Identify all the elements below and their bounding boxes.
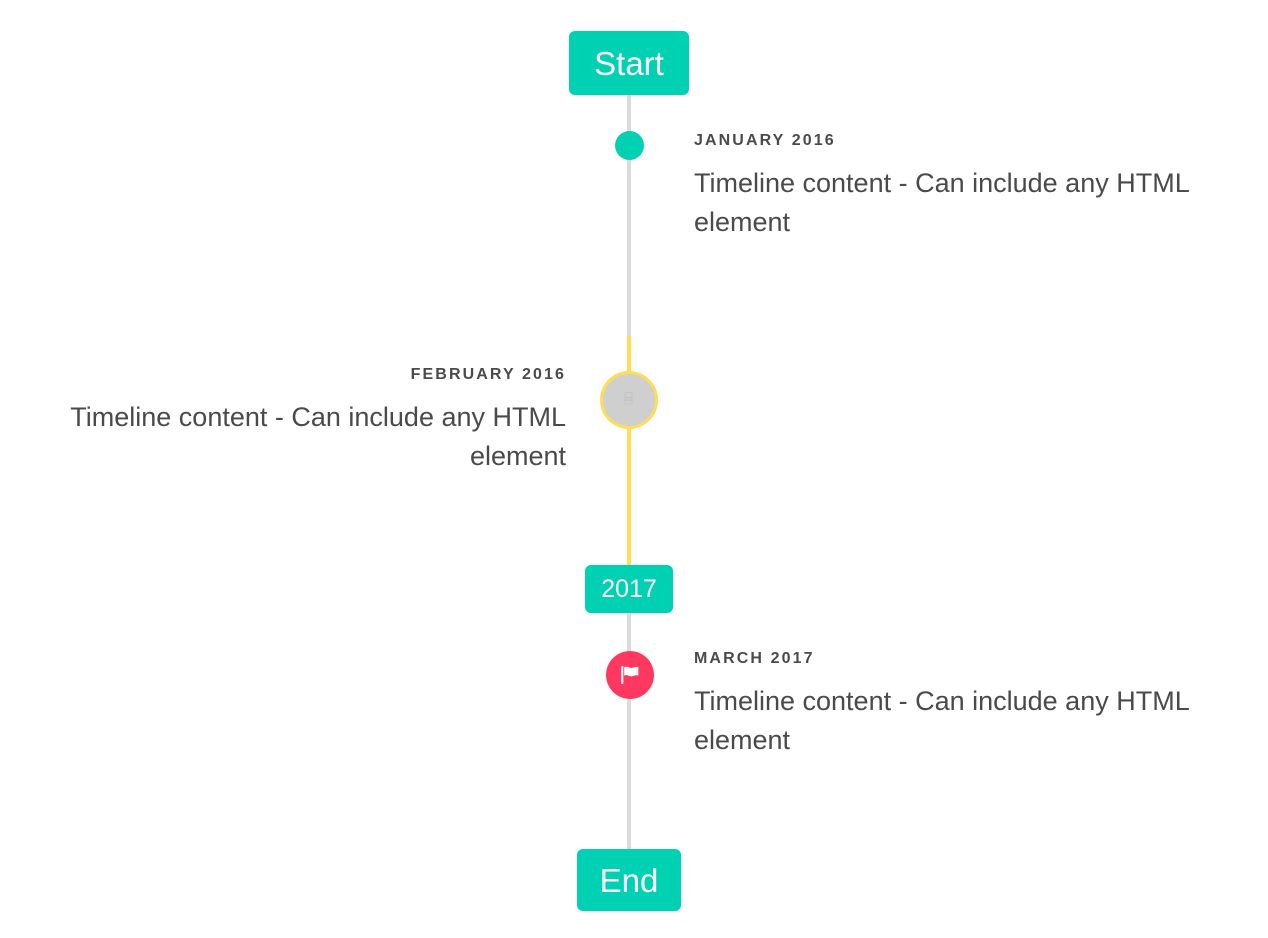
timeline-item-january-2016: JANUARY 2016 Timeline content - Can incl… [694, 131, 1234, 242]
timeline-item-body: Timeline content - Can include any HTML … [70, 402, 566, 472]
flag-icon [621, 666, 639, 684]
timeline-item-body: Timeline content - Can include any HTML … [694, 686, 1189, 756]
timeline-header-2017-label: 2017 [601, 574, 657, 603]
timeline-line-segment-highlighted [627, 336, 631, 565]
timeline-item-heading: FEBRUARY 2016 [410, 366, 566, 383]
timeline-header-end[interactable]: End [577, 849, 681, 911]
timeline-marker-march-2017[interactable] [606, 651, 654, 699]
timeline-header-end-label: End [599, 861, 659, 899]
timeline-marker-january-2016[interactable] [615, 131, 644, 160]
timeline-header-start-label: Start [594, 44, 664, 82]
timeline-header-2017[interactable]: 2017 [585, 565, 673, 613]
timeline-item-body: Timeline content - Can include any HTML … [694, 168, 1189, 238]
missing-glyph-icon: ⌸ [624, 392, 634, 407]
timeline-line-segment-gray-bottom [627, 613, 631, 850]
timeline-item-february-2016: FEBRUARY 2016 Timeline content - Can inc… [34, 365, 566, 476]
timeline-item-march-2017: MARCH 2017 Timeline content - Can includ… [694, 649, 1234, 760]
timeline-marker-february-2016[interactable]: ⌸ [600, 371, 658, 429]
timeline-item-heading: JANUARY 2016 [694, 132, 836, 149]
timeline-header-start[interactable]: Start [569, 31, 689, 95]
timeline-item-heading: MARCH 2017 [694, 650, 815, 667]
timeline-line-segment-gray-top [627, 93, 631, 336]
